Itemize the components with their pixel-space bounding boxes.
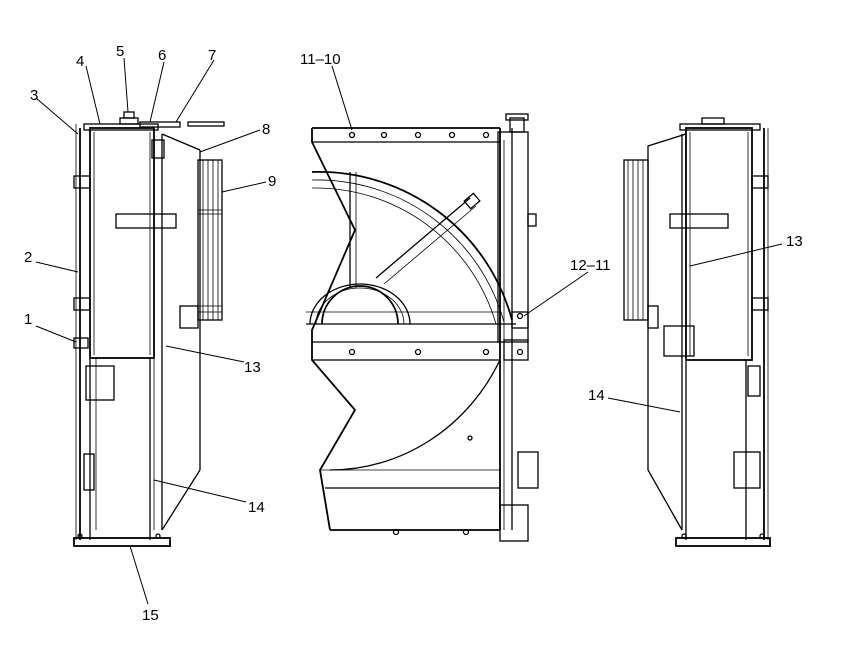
callout-8: 8 (262, 121, 270, 138)
right-side-view (623, 117, 771, 547)
callout-2: 2 (24, 249, 32, 266)
callout-1: 1 (24, 311, 32, 328)
callout-labels: 1 2 3 4 5 6 7 8 9 13 14 15 11–10 12–11 1… (24, 43, 803, 624)
callout-15: 15 (142, 607, 159, 624)
callout-11-10: 11–10 (300, 51, 341, 68)
callout-4: 4 (76, 53, 84, 70)
callout-5: 5 (116, 43, 124, 60)
callout-12-11: 12–11 (570, 257, 611, 274)
callout-14-left: 14 (248, 499, 265, 516)
callout-3: 3 (30, 87, 38, 104)
callout-13-left: 13 (244, 359, 261, 376)
center-front-view (306, 113, 539, 542)
left-side-view (73, 111, 225, 547)
callout-14-right: 14 (588, 387, 605, 404)
callout-9: 9 (268, 173, 276, 190)
callout-6: 6 (158, 47, 166, 64)
callout-7: 7 (208, 47, 216, 64)
bolt-holes (348, 131, 524, 536)
leader-lines (35, 57, 783, 605)
callout-13-right: 13 (786, 233, 803, 250)
